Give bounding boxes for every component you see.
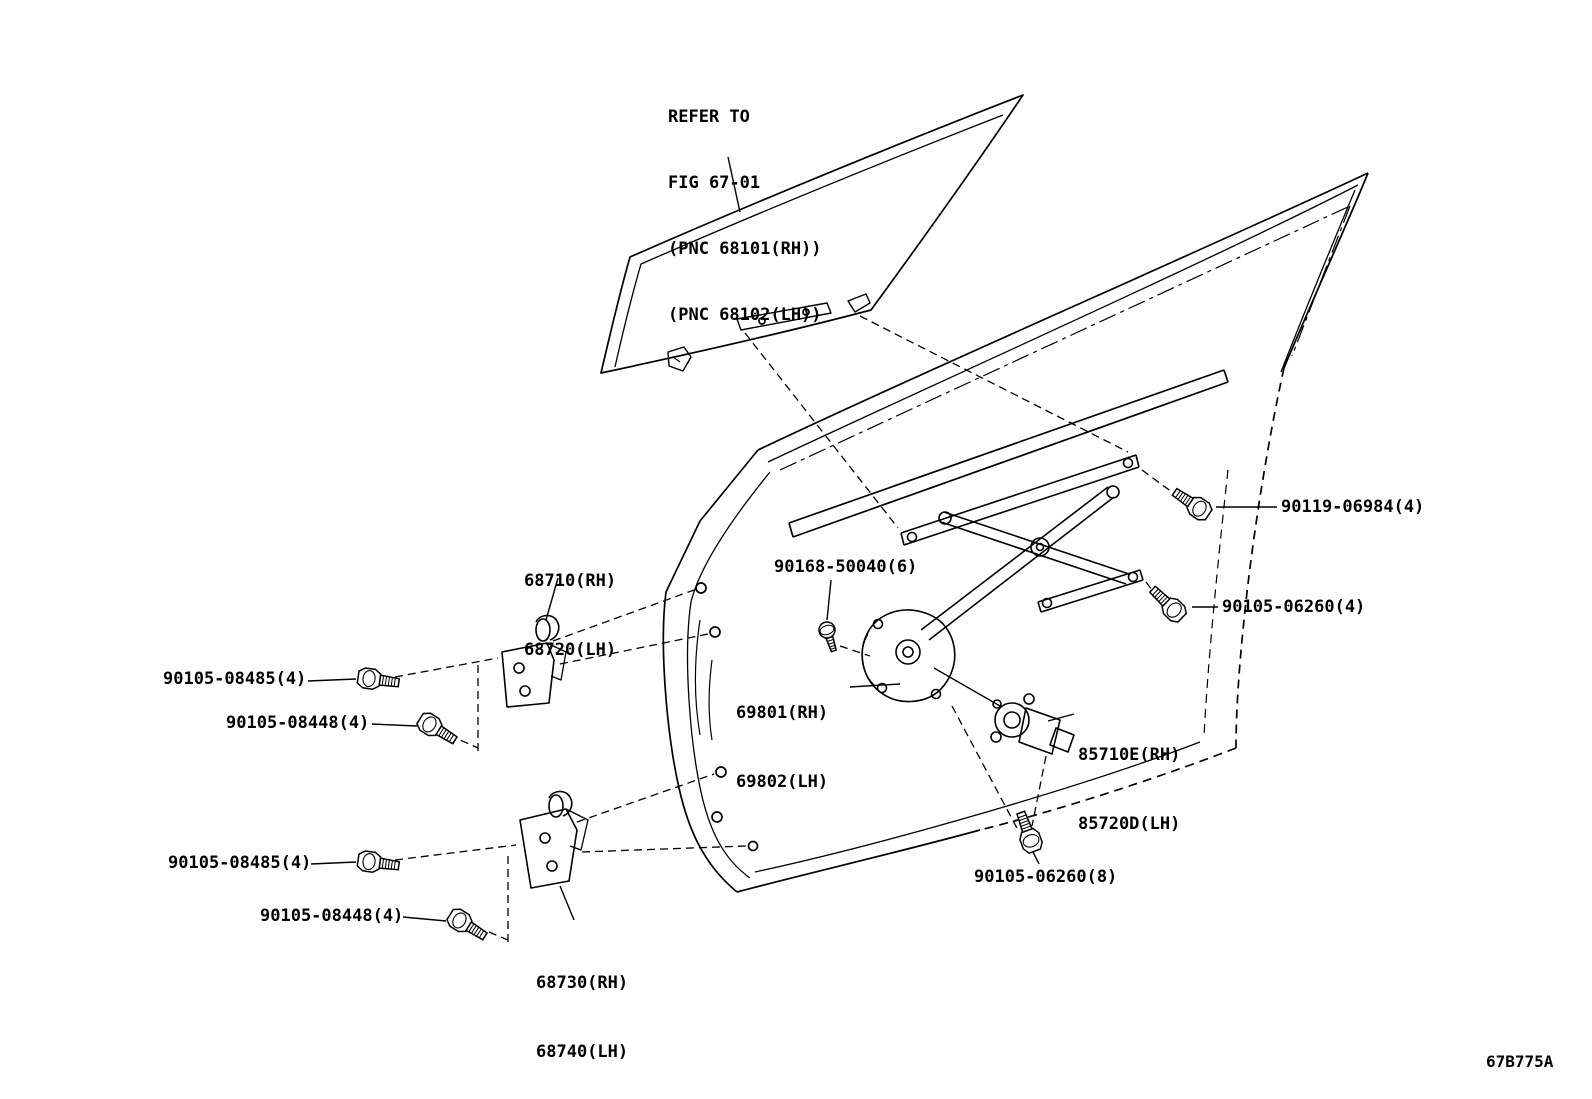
screw-icon xyxy=(816,619,843,655)
bolt-icon xyxy=(1168,482,1215,524)
refer-note: REFER TO FIG 67-01 (PNC 68101(RH)) (PNC … xyxy=(668,62,822,370)
refer-note-line: (PNC 68101(RH)) xyxy=(668,239,822,259)
bolt-icon xyxy=(414,709,461,750)
projection-lines xyxy=(394,315,1181,942)
label-bolt-08448-lower: 90105-08448(4) xyxy=(260,906,404,926)
bolt-icon xyxy=(1144,581,1190,626)
label-upper-hinge: 68710(RH) 68720(LH) xyxy=(524,524,616,708)
part-number: 68740(LH) xyxy=(536,1042,629,1062)
part-number: 68710(RH) xyxy=(524,571,617,591)
refer-note-line: REFER TO xyxy=(668,107,750,127)
part-number: 68720(LH) xyxy=(524,640,617,660)
part-number: 85720D(LH) xyxy=(1078,814,1181,834)
label-bolt-08448-upper: 90105-08448(4) xyxy=(226,713,370,733)
label-bolt-06260-bottom: 90105-06260(8) xyxy=(974,867,1118,887)
regulator-motor xyxy=(990,693,1075,755)
label-screw-90168: 90168-50040(6) xyxy=(774,557,918,577)
bolt-icon xyxy=(355,849,401,877)
refer-note-line: FIG 67-01 xyxy=(668,173,761,193)
label-bolt-90119: 90119-06984(4) xyxy=(1281,497,1425,517)
part-number: 69801(RH) xyxy=(736,703,829,723)
label-bolt-06260-side: 90105-06260(4) xyxy=(1222,597,1366,617)
label-regulator: 69801(RH) 69802(LH) xyxy=(736,656,828,840)
part-number: 85710E(RH) xyxy=(1078,745,1181,765)
label-lower-hinge: 68730(RH) 68740(LH) xyxy=(536,926,628,1099)
lower-hinge xyxy=(519,790,589,889)
part-number: 69802(LH) xyxy=(736,772,829,792)
bolt-icon xyxy=(444,905,491,946)
part-number: 68730(RH) xyxy=(536,973,629,993)
upper-hinge xyxy=(501,614,567,708)
label-motor: 85710E(RH) 85720D(LH) xyxy=(1078,698,1180,882)
leader-lines xyxy=(307,156,1277,922)
diagram-code: 67B775A xyxy=(1486,1052,1554,1071)
label-bolt-08485-lower: 90105-08485(4) xyxy=(168,853,312,873)
window-regulator xyxy=(861,454,1144,707)
door-panel xyxy=(662,172,1369,893)
refer-note-line: (PNC 68102(LH)) xyxy=(668,305,822,325)
bolt-icon xyxy=(355,666,401,694)
bolt-icon xyxy=(1010,808,1045,856)
window-glass xyxy=(600,94,1024,374)
label-bolt-08485-upper: 90105-08485(4) xyxy=(163,669,307,689)
